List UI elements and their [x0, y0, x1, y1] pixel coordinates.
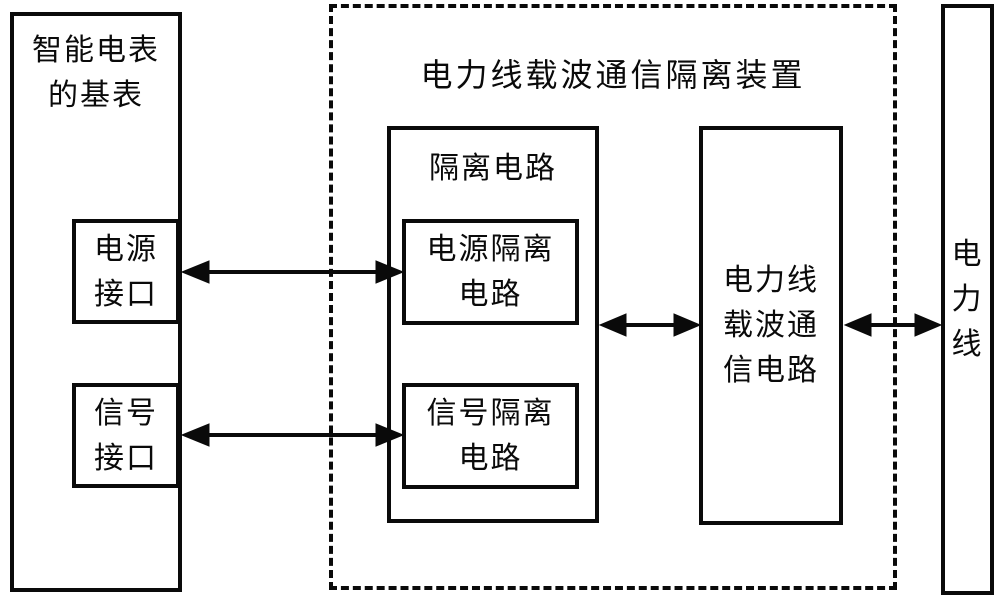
smart-meter-title: 智能电表 的基表: [14, 28, 178, 118]
power-isolation-circuit-box: 电源隔离 电路: [402, 219, 579, 325]
smart-meter-title-line2: 的基表: [48, 78, 144, 113]
power-isolation-line2: 电路: [458, 277, 523, 312]
power-line-label: 电 力 线: [952, 232, 984, 367]
signal-interface-line2: 接口: [94, 440, 158, 476]
plc-circuit-label: 电力线 载波通 信电路: [723, 258, 819, 393]
smart-meter-title-line1: 智能电表: [32, 33, 160, 68]
signal-isolation-label: 信号隔离 电路: [427, 391, 555, 481]
signal-interface-label: 信号 接口: [94, 391, 158, 481]
isolation-device-dashed-box: 电力线载波通信隔离装置: [329, 4, 897, 590]
power-isolation-line1: 电源隔离: [426, 232, 555, 267]
power-interface-line1: 电源: [94, 231, 158, 267]
plc-circuit-line1: 电力线: [723, 263, 819, 298]
power-isolation-label: 电源隔离 电路: [427, 227, 555, 317]
signal-isolation-line2: 电路: [458, 441, 523, 476]
power-interface-label: 电源 接口: [94, 227, 158, 317]
isolation-circuit-label: 隔离电路: [429, 151, 557, 186]
signal-isolation-circuit-box: 信号隔离 电路: [402, 383, 579, 489]
plc-circuit-line2: 载波通: [723, 308, 819, 343]
power-line-char2: 力: [951, 282, 984, 317]
power-interface-line2: 接口: [94, 276, 158, 312]
plc-circuit-box: 电力线 载波通 信电路: [699, 126, 843, 525]
power-line-char3: 线: [951, 327, 984, 362]
isolation-device-title: 电力线载波通信隔离装置: [420, 56, 806, 94]
signal-interface-box: 信号 接口: [72, 383, 180, 488]
power-line-box: 电 力 线: [941, 4, 994, 595]
signal-isolation-line1: 信号隔离: [426, 396, 555, 431]
signal-interface-line1: 信号: [94, 395, 158, 431]
power-interface-box: 电源 接口: [72, 219, 180, 324]
power-line-char1: 电: [951, 237, 984, 272]
plc-circuit-line3: 信电路: [723, 353, 819, 388]
